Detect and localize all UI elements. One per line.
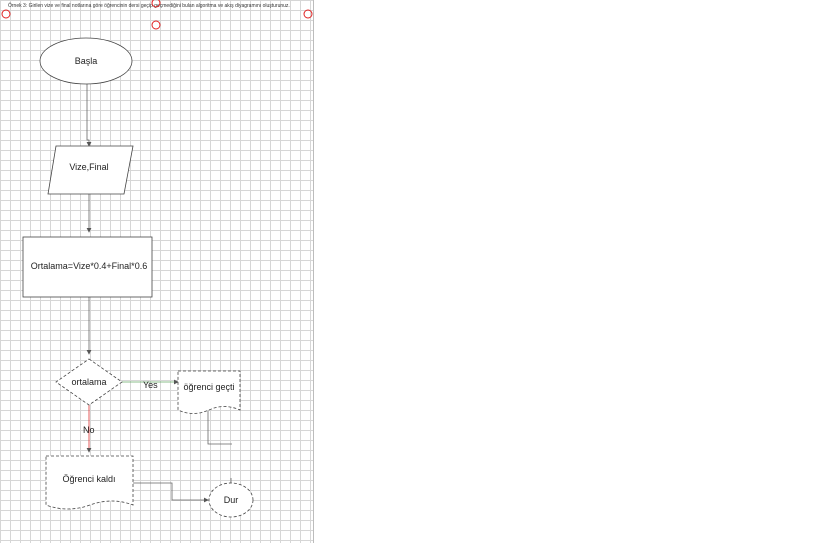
selection-handle[interactable] xyxy=(1,9,11,19)
selection-handle[interactable] xyxy=(303,9,313,19)
flowchart[interactable]: Başla Vize,Final Ortalama=Vize*0.4+Final… xyxy=(0,0,314,543)
process-box[interactable]: Ortalama=Vize*0.4+Final*0.6 xyxy=(22,236,153,298)
input-label: Vize,Final xyxy=(69,162,108,172)
end-label: Dur xyxy=(224,495,239,505)
selection-handle[interactable] xyxy=(151,0,161,8)
empty-area xyxy=(314,0,819,543)
fail-output-document[interactable]: Öğrenci kaldı xyxy=(45,455,134,510)
yes-label: Yes xyxy=(143,380,158,390)
start-terminator[interactable]: Başla xyxy=(39,37,133,85)
fail-output-label: Öğrenci kaldı xyxy=(62,474,115,484)
connector-pass-end[interactable] xyxy=(207,410,232,445)
input-shape[interactable]: Vize,Final xyxy=(47,145,134,195)
connector-fail-end[interactable] xyxy=(133,482,209,503)
end-terminator[interactable]: Dur xyxy=(208,482,254,518)
pass-output-label: öğrenci geçti xyxy=(183,382,234,392)
no-label: No xyxy=(83,425,95,435)
pass-output-document[interactable]: öğrenci geçti xyxy=(177,370,241,414)
diagram-canvas[interactable]: Örnek 3: Girilen vize ve final notlarına… xyxy=(0,0,314,543)
decision-diamond[interactable]: ortalama xyxy=(55,358,123,406)
connector-start-input[interactable] xyxy=(86,84,92,147)
decision-label: ortalama xyxy=(71,377,106,387)
task-description: Örnek 3: Girilen vize ve final notlarına… xyxy=(8,3,290,9)
selection-handle[interactable] xyxy=(151,20,161,30)
start-label: Başla xyxy=(75,56,98,66)
process-label: Ortalama=Vize*0.4+Final*0.6 xyxy=(31,261,147,271)
